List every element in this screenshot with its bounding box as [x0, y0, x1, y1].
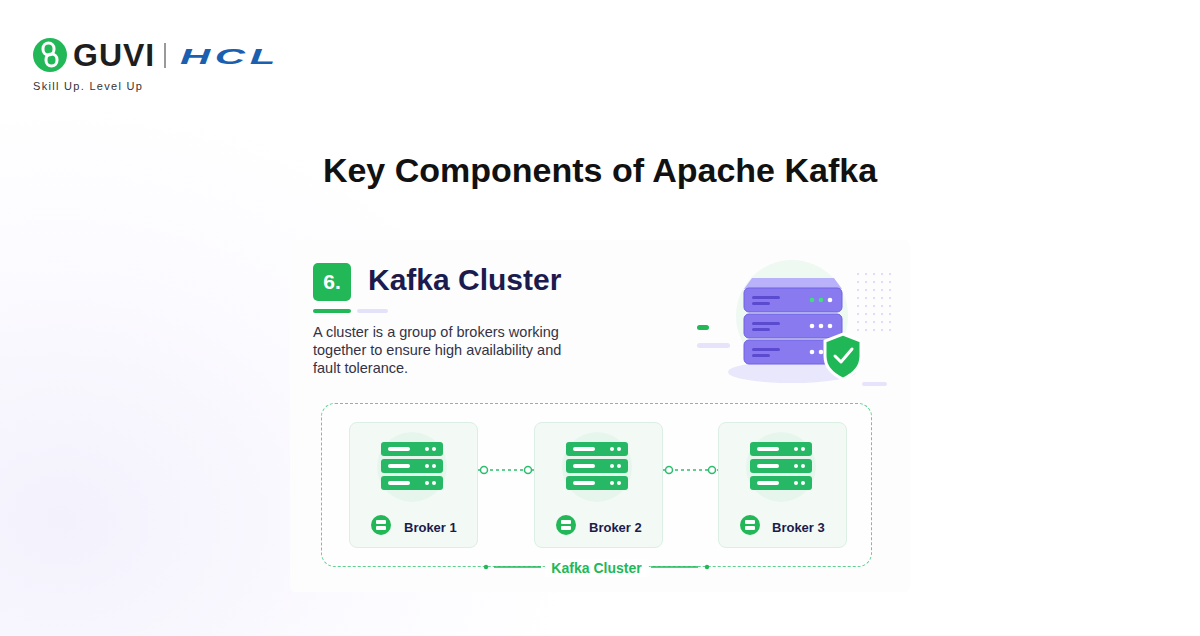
- link-end-dot: [709, 467, 716, 474]
- step-badge: 6.: [313, 263, 351, 301]
- server-top: [744, 278, 842, 289]
- label-rule-dot: [484, 565, 488, 569]
- broker-box: Broker 1: [349, 422, 478, 548]
- tier-led: [810, 324, 815, 329]
- logo-link: [46, 54, 57, 66]
- link-end-dot: [666, 467, 673, 474]
- tier-led: [819, 350, 824, 355]
- cluster-label: Kafka Cluster: [544, 559, 648, 577]
- label-rule: [651, 566, 698, 568]
- broker-server-icon: [562, 432, 632, 502]
- tier-slot: [752, 322, 780, 325]
- brand-name: HCL: [180, 43, 280, 69]
- server-tier: [744, 288, 842, 312]
- brand-name: GUVI: [73, 37, 155, 73]
- logo-divider: [164, 43, 165, 68]
- tier-slot: [752, 296, 780, 299]
- tier-led: [819, 298, 824, 303]
- tier-led: [828, 350, 833, 355]
- broker-label-icon: [371, 515, 391, 535]
- broker-label-icon: [740, 515, 760, 535]
- shield-badge: [825, 334, 861, 379]
- dot-grid: [852, 272, 892, 332]
- accent-bar: [357, 309, 388, 313]
- link-end-dot: [481, 467, 488, 474]
- broker-server-icon: [746, 432, 816, 502]
- shield-check: [835, 349, 852, 362]
- broker-box: Broker 2: [534, 422, 663, 548]
- tier-led: [810, 298, 815, 303]
- illustration-glow: [736, 260, 848, 372]
- tier-led: [810, 350, 815, 355]
- card-description: A cluster is a group of brokers working …: [313, 323, 585, 377]
- broker-link: [663, 469, 718, 471]
- tier-led: [819, 324, 824, 329]
- broker-label: Broker 3: [772, 520, 825, 536]
- diagram-title: Key Components of Apache Kafka: [0, 150, 1200, 190]
- brand-tagline: Skill Up. Level Up: [33, 79, 143, 93]
- label-rule-dot: [705, 565, 709, 569]
- step-number: 6.: [313, 263, 351, 301]
- logo-link: [43, 43, 54, 55]
- broker-label: Broker 1: [404, 520, 457, 536]
- accent-dash: [862, 382, 887, 386]
- broker-label: Broker 2: [589, 520, 642, 536]
- component-card: Kafka Cluster A cluster is a group of bro…: [290, 240, 910, 592]
- tier-slot: [752, 328, 770, 331]
- card-heading: Kafka Cluster: [368, 262, 561, 298]
- server-tier: [744, 314, 842, 338]
- broker-link: [478, 469, 534, 471]
- tier-led: [828, 298, 833, 303]
- broker-label-icon: [556, 515, 576, 535]
- tier-slot: [752, 302, 770, 305]
- logo-mark: [33, 38, 67, 72]
- server-base: [728, 361, 856, 383]
- cluster-box: Kafka ClusterBroker 1Broker 2Broker 3: [321, 403, 872, 567]
- tier-led: [828, 324, 833, 329]
- broker-server-icon: [377, 432, 447, 502]
- broker-box: Broker 3: [718, 422, 847, 548]
- accent-bar: [313, 309, 351, 313]
- accent-dash: [697, 325, 709, 330]
- accent-dash: [697, 343, 730, 348]
- server-tier: [744, 340, 842, 364]
- tier-slot: [752, 354, 770, 357]
- tier-slot: [752, 348, 780, 351]
- link-end-dot: [525, 467, 532, 474]
- label-rule: [494, 566, 541, 568]
